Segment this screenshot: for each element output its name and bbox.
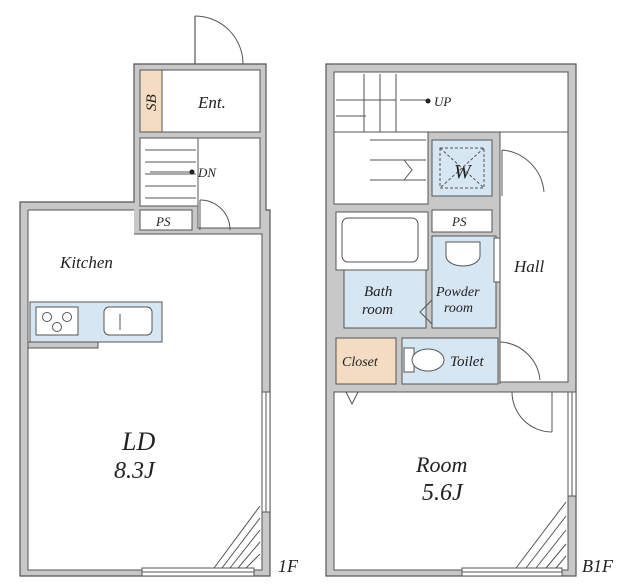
washroom-door [501, 149, 545, 196]
bath-room [343, 269, 427, 329]
entrance-label: Ent. [197, 93, 226, 112]
ld-window-bottom [141, 505, 261, 577]
up-label: UP [434, 94, 451, 109]
ld-size: 8.3J [114, 458, 156, 484]
bath-label-2: room [362, 302, 393, 318]
hall-label: Hall [513, 257, 545, 276]
room-window-side [567, 391, 577, 497]
dn-label: DN [197, 165, 217, 180]
toilet-label: Toilet [450, 354, 484, 370]
closet-label: Closet [342, 355, 379, 370]
floor-label-b1f: B1F [582, 556, 614, 576]
washer-space [431, 139, 493, 197]
bathtub [335, 211, 429, 271]
ld-window-side [261, 391, 271, 513]
powder-label-1: Powder [435, 285, 480, 300]
floor-label-1f: 1F [278, 556, 299, 576]
stairs-down [145, 149, 196, 199]
sb-storage [139, 69, 163, 133]
kitchen-label: Kitchen [59, 253, 113, 272]
toilet-room [401, 337, 499, 385]
room-window-bottom [461, 501, 567, 577]
bath-label-1: Bath [364, 284, 392, 300]
powder-room [419, 235, 501, 329]
ps-label-b1f: PS [451, 214, 467, 229]
powder-label-2: room [444, 301, 473, 316]
floor-b1f: UP W PS Bath room [325, 63, 614, 577]
room-door [511, 391, 553, 433]
stairs-up [336, 74, 431, 181]
hall-door-1f [199, 199, 231, 231]
kitchen-counter [29, 301, 163, 343]
ps-label-1f: PS [155, 214, 171, 229]
entrance-door [194, 15, 244, 65]
ld-name: LD [121, 427, 155, 456]
toilet-door [499, 341, 541, 384]
sb-label: SB [144, 94, 160, 111]
washer-label: W [454, 161, 473, 183]
room-name: Room [415, 452, 467, 477]
room-size: 5.6J [422, 480, 464, 506]
floor-1f: SB Ent. DN PS Kitchen [19, 15, 299, 577]
closet [335, 337, 397, 385]
